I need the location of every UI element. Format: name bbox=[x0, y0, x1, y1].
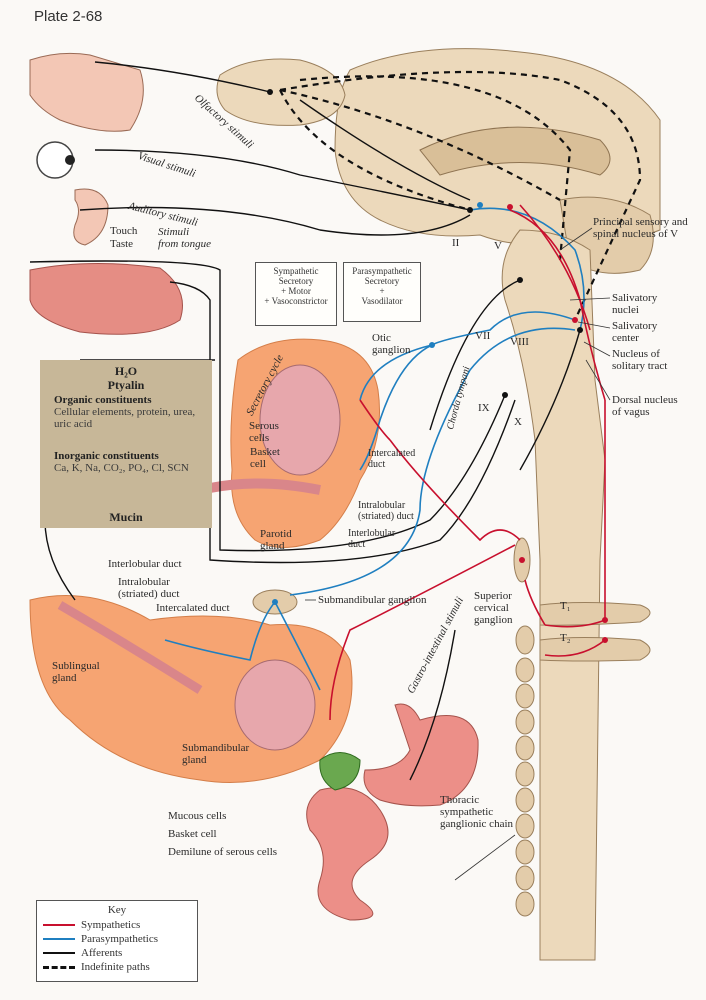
parotid-acinus bbox=[259, 364, 341, 476]
parotid-gland-label: Parotid gland bbox=[260, 528, 292, 552]
salivatory-nuclei-label: Salivatory nuclei bbox=[612, 292, 658, 316]
sublingual-gland-label: Sublingual gland bbox=[52, 660, 100, 684]
nose-mouth bbox=[29, 52, 144, 132]
submandibular-ganglion-label: Submandibular ganglion bbox=[318, 594, 427, 606]
legend-label-indefinite: Indefinite paths bbox=[81, 961, 150, 973]
inorganic-text: Ca, K, Na, CO₂, PO₄, Cl, SCN bbox=[54, 462, 189, 474]
mucin-label: Mucin bbox=[109, 510, 143, 524]
sm-intercalated-duct-label: Intercalated duct bbox=[156, 602, 230, 614]
parasympathetic-paths bbox=[164, 207, 585, 691]
t1-label: T₁ bbox=[560, 600, 571, 612]
synapse-dots bbox=[507, 204, 608, 643]
nerve-ix-label: IX bbox=[478, 402, 490, 414]
organic-title: Organic constituents bbox=[54, 394, 152, 406]
sm-intralobular-duct-label: Intralobular (striated) duct bbox=[118, 576, 180, 600]
taste-label: Taste bbox=[110, 238, 134, 250]
parasympathetic-box: Parasympathetic Secretory + Vasodilator bbox=[343, 262, 421, 322]
nerve-v-label: V bbox=[494, 240, 502, 252]
touch-label: Touch bbox=[110, 225, 138, 237]
h2o-label: H₂O bbox=[114, 364, 138, 378]
sympathetic-box-motor: Motor bbox=[288, 286, 311, 296]
nerve-x-label: X bbox=[514, 416, 522, 428]
organic-group: Organic constituents Cellular elements, … bbox=[54, 394, 204, 430]
sympathetic-box-plus-1: + bbox=[281, 286, 287, 296]
spinal-nerve-t1 bbox=[539, 602, 651, 626]
intercalated-duct-label: Intercalated duct bbox=[368, 448, 416, 470]
legend-label-parasympathetics: Parasympathetics bbox=[81, 933, 158, 945]
inorganic-title: Inorganic constituents bbox=[54, 450, 159, 462]
organic-text: Cellular elements, protein, urea, uric a… bbox=[54, 406, 196, 430]
gallbladder bbox=[319, 752, 361, 791]
stimuli-from-tongue-label-2: from tongue bbox=[158, 238, 212, 250]
principal-sensory-label: Principal sensory and spinal nucleus of … bbox=[593, 216, 688, 240]
afferent-paths bbox=[29, 61, 581, 781]
tongue bbox=[29, 262, 183, 335]
t2-label: T₂ bbox=[560, 632, 571, 644]
sympathetic-box-secretory: Secretory bbox=[278, 276, 314, 286]
parasympathetic-box-secretory: Secretory bbox=[364, 276, 400, 286]
submandibular-gland-label: Submandibular gland bbox=[182, 742, 250, 766]
ear bbox=[73, 188, 109, 246]
legend-title: Key bbox=[107, 904, 127, 916]
parasympathetic-box-title: Parasympathetic bbox=[352, 266, 412, 276]
sm-basket-cell-label: Basket cell bbox=[168, 828, 217, 840]
parotid-duct bbox=[209, 478, 321, 495]
ptyalin-label: Ptyalin bbox=[107, 378, 145, 392]
indefinite-paths bbox=[279, 70, 642, 321]
sympathetic-box-vasoconstrictor: Vasoconstrictor bbox=[271, 296, 328, 306]
sympathetic-box: Sympathetic Secretory + Motor + Vasocons… bbox=[255, 262, 337, 326]
nerve-viii-label: VIII bbox=[510, 336, 529, 348]
corpus-callosum bbox=[419, 126, 611, 176]
mucous-cells-label: Mucous cells bbox=[168, 810, 227, 822]
parasympathetic-box-vasodilator: Vasodilator bbox=[361, 296, 403, 306]
otic-ganglion-label: Otic ganglion bbox=[372, 332, 411, 356]
submandibular-duct bbox=[57, 601, 203, 694]
interlobular-duct-label: Interlobular duct bbox=[348, 528, 396, 550]
inorganic-group: Inorganic constituents Ca, K, Na, CO₂, P… bbox=[54, 450, 204, 474]
legend-label-afferents: Afferents bbox=[81, 947, 123, 959]
superior-cervical-ganglion-label: Superior cervical ganglion bbox=[474, 590, 513, 626]
solitary-tract-label: Nucleus of solitary tract bbox=[612, 348, 668, 372]
sm-interlobular-duct-label: Interlobular duct bbox=[108, 558, 182, 570]
submandibular-acinus bbox=[234, 659, 316, 751]
demilune-label: Demilune of serous cells bbox=[168, 846, 278, 858]
legend-swatch-sympathetics bbox=[43, 924, 75, 926]
thoracic-chain-label: Thoracic sympathetic ganglionic chain bbox=[440, 794, 514, 830]
basket-cell-label: Basket cell bbox=[250, 446, 280, 470]
parasympathetic-box-plus: + bbox=[379, 286, 385, 296]
salivatory-center-label: Salivatory center bbox=[612, 320, 658, 344]
legend-label-sympathetics: Sympathetics bbox=[81, 919, 141, 931]
legend-key: Key Sympathetics Parasympathetics Affere… bbox=[36, 900, 198, 982]
legend-swatch-indefinite bbox=[43, 966, 75, 969]
intestine bbox=[306, 787, 389, 921]
intralobular-duct-label: Intralobular (striated) duct bbox=[358, 500, 414, 522]
nerve-ii-label: II bbox=[452, 237, 460, 249]
plate-label: Plate 2-68 bbox=[34, 8, 103, 25]
stimuli-from-tongue-label-1: Stimuli bbox=[158, 226, 190, 238]
sympathetic-box-title: Sympathetic bbox=[273, 266, 319, 276]
serous-cells-label: Serous cells bbox=[249, 420, 279, 444]
spinal-nerve-t2 bbox=[539, 637, 651, 662]
nerve-vii-label: VII bbox=[475, 330, 491, 342]
legend-swatch-parasympathetics bbox=[43, 938, 75, 940]
sympathetic-box-plus-2: + bbox=[264, 296, 270, 306]
saliva-composition-panel: H₂O Ptyalin Organic constituents Cellula… bbox=[40, 360, 212, 528]
dorsal-vagus-label: Dorsal nucleus of vagus bbox=[612, 394, 678, 418]
legend-swatch-afferents bbox=[43, 952, 75, 954]
